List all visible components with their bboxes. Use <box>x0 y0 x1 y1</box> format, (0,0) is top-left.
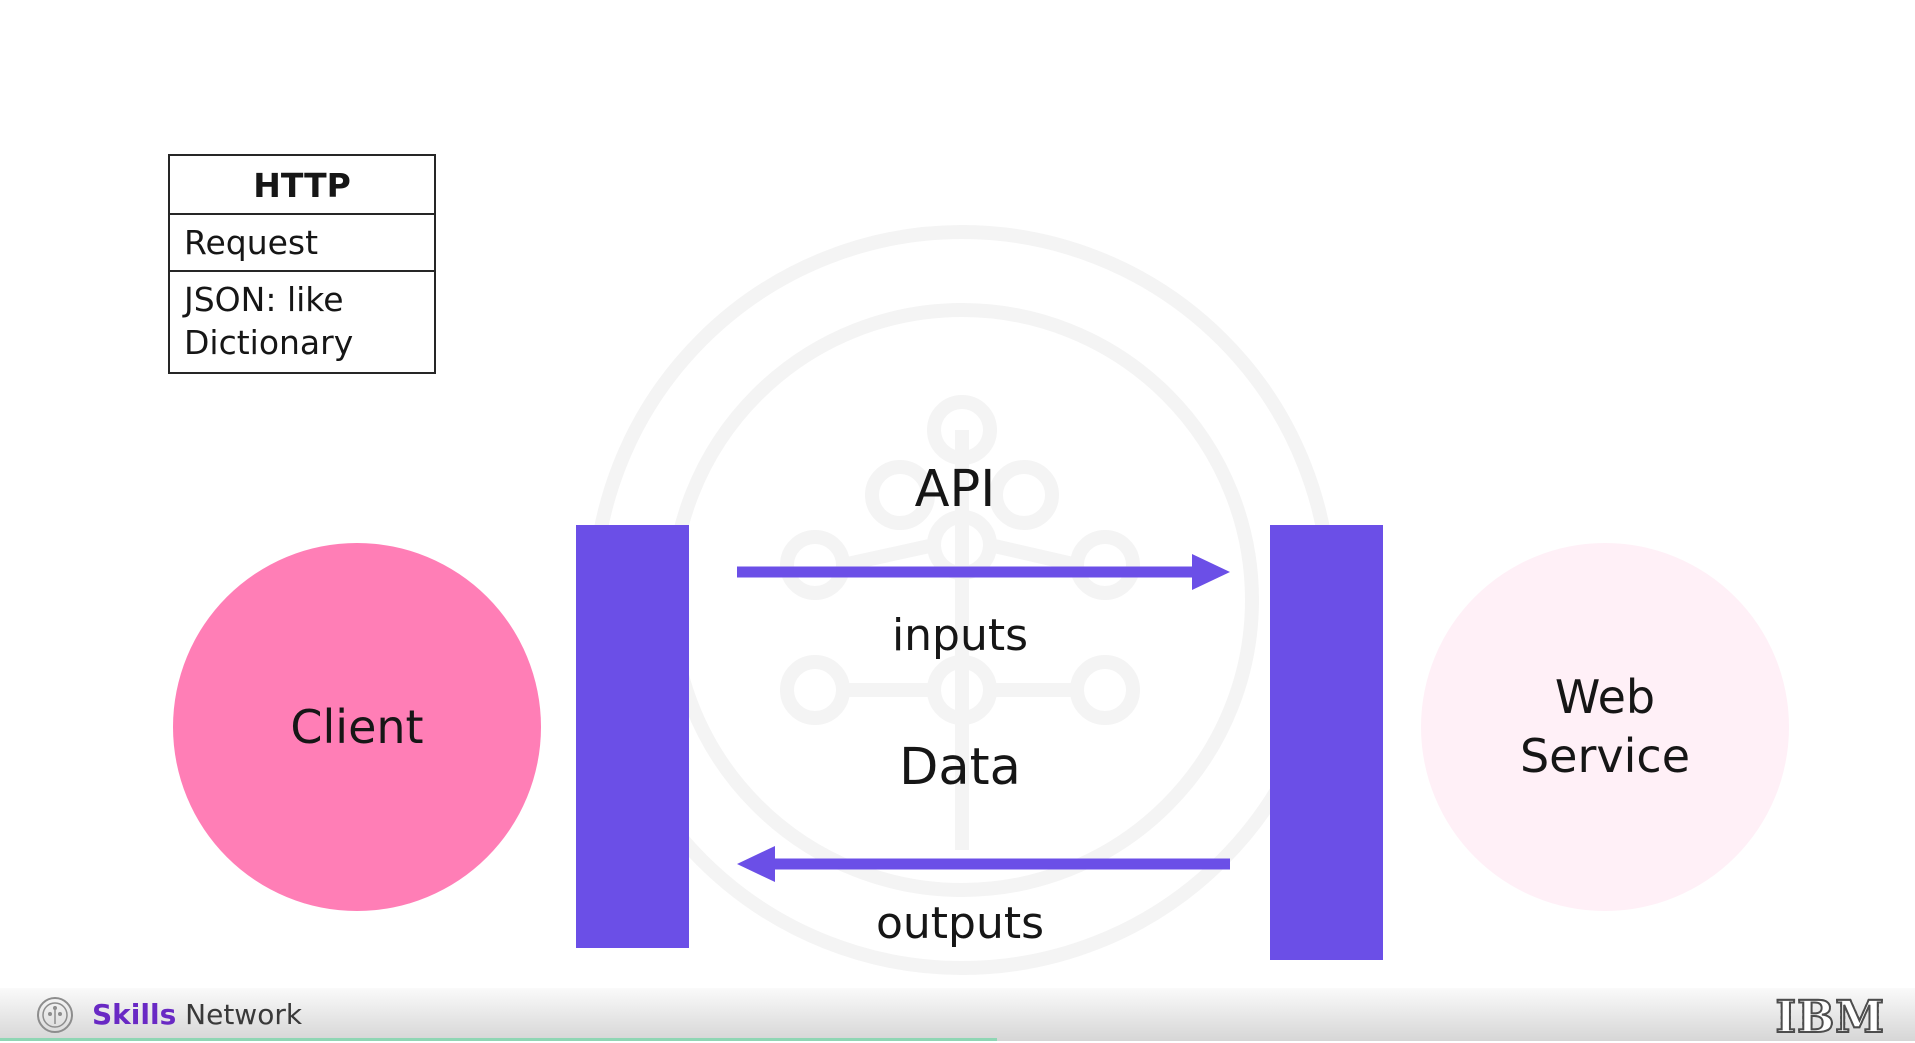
http-table: HTTP Request JSON: like Dictionary <box>168 154 436 374</box>
api-block-right <box>1270 525 1383 960</box>
web-service-label: Web Service <box>1519 670 1690 783</box>
skills-network-icon <box>37 997 73 1033</box>
web-service-node: Web Service <box>1421 543 1789 911</box>
http-table-request: Request <box>170 213 434 270</box>
outputs-label: outputs <box>875 898 1045 949</box>
inputs-label: inputs <box>891 610 1029 661</box>
api-block-left <box>576 525 689 948</box>
brand-bold: Skills <box>92 998 177 1031</box>
ibm-logo: IBM <box>1775 991 1885 1043</box>
skills-network-brand: Skills Network <box>92 998 302 1032</box>
client-label: Client <box>290 699 424 754</box>
client-node: Client <box>173 543 541 911</box>
http-table-json: JSON: like Dictionary <box>170 270 434 372</box>
output-arrow <box>737 846 1230 882</box>
data-label: Data <box>899 738 1021 797</box>
input-arrow <box>737 554 1230 590</box>
footer-bar: Skills Network IBM <box>0 988 1915 1043</box>
http-table-header: HTTP <box>253 166 351 205</box>
brand-rest: Network <box>176 998 303 1031</box>
footer-progress-line <box>0 1038 997 1041</box>
api-label: API <box>914 460 996 519</box>
